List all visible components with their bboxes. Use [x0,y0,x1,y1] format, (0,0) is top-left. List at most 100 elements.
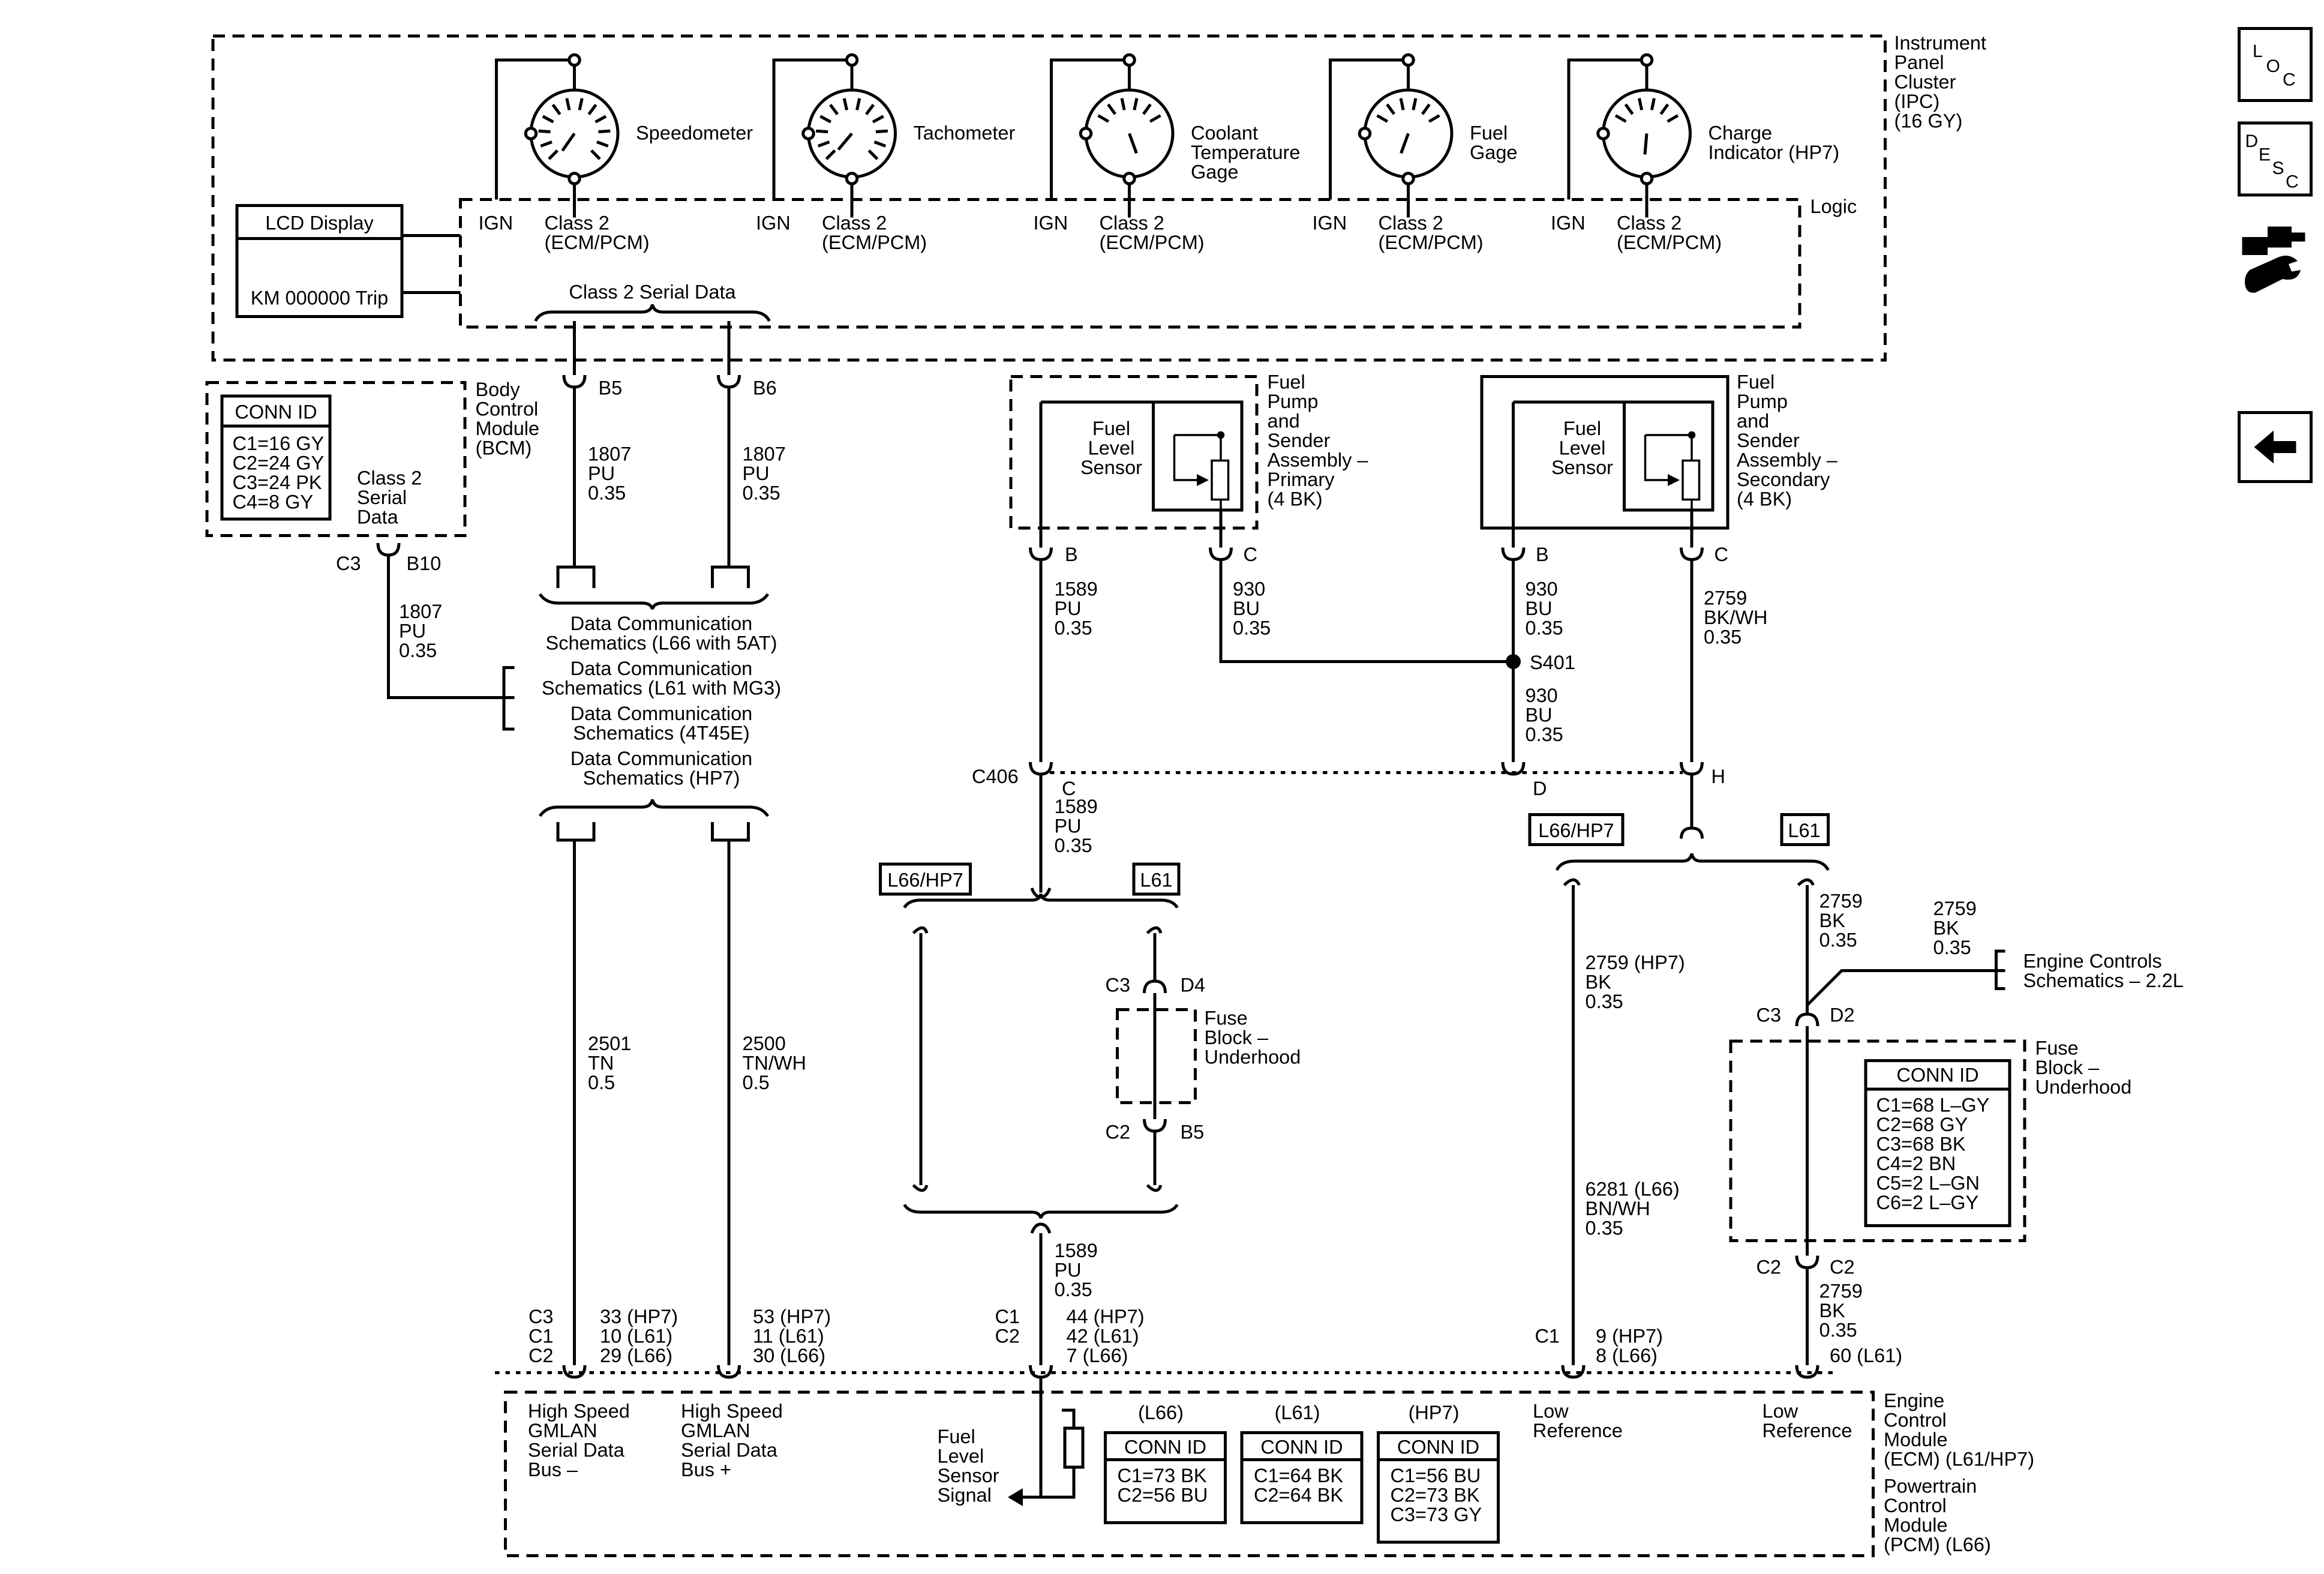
body-control-module: CONN ID C1=16 GY C2=24 GY C3=24 PK C4=8 … [205,379,539,731]
data-comm-line-5[interactable]: Data Communication [571,703,752,724]
ecm-name-4: (ECM) (L61/HP7) [1884,1449,2034,1470]
engine-ref-1[interactable]: Engine Controls [2023,951,2162,972]
w-hp7-color: BK [1586,972,1612,993]
fls-signal-2: Level [938,1446,984,1467]
engine-ref-2[interactable]: Schematics – 2.2L [2023,970,2184,991]
fuse-left-name-2: Block – [1205,1027,1269,1048]
bcm-serial-3: Data [357,506,399,528]
secondary-wc-circuit: 2759 [1704,587,1747,609]
back-button[interactable] [2238,411,2313,483]
bcm-name-1: Body [476,379,521,400]
wire-b5-gauge: 0.35 [588,482,626,504]
fuse-conn-c6: C6=2 L–GY [1876,1192,1979,1213]
gauge-3-label-1: Coolant [1191,122,1258,144]
data-comm-line-7[interactable]: Data Communication [571,748,752,769]
left-bottom-w-color: PU [1055,1260,1082,1281]
fls-signal-1: Fuel [938,1426,975,1447]
fuse-conn-c1: C1=68 L–GY [1876,1095,1990,1116]
data-comm-line-1[interactable]: Data Communication [571,613,752,634]
engine-control-module: C3 C1 C2 33 (HP7) 10 (L61) 29 (L66) 53 (… [495,1306,2034,1557]
ecm-name-3: Module [1884,1429,1948,1450]
w-l61-top-color: BK [1819,910,1846,931]
ecm-table-row: C2=73 BK [1391,1485,1480,1506]
primary-sensor-3: Sensor [1080,457,1142,478]
data-comm-line-6[interactable]: Schematics (4T45E) [573,722,749,744]
primary-name-2: Pump [1268,391,1319,412]
ecm-table-row: C3=73 GY [1391,1504,1482,1525]
desc-letter-1: D [2245,131,2259,151]
ipc-name-5: (16 GY) [1894,110,1963,132]
desc-icon[interactable] [2238,121,2313,197]
bcm-name-2: Control [476,398,539,420]
primary-pin-c: C [1244,544,1257,565]
ref-bracket-b6 [711,565,750,588]
wire-b6-circuit: 1807 [743,443,786,465]
primary-sensor-1: Fuel [1092,418,1130,439]
fuse-r-c2p: C2 [1830,1257,1855,1278]
data-comm-line-3[interactable]: Data Communication [571,658,752,679]
gauge-3-label-2: Temperature [1191,142,1300,163]
branch-l-top-break [912,926,929,934]
instrument-panel-cluster: Instrument Panel Cluster (IPC) (16 GY) L… [211,32,1986,375]
w-l66-color: BN/WH [1586,1198,1650,1219]
secondary-name-7: (4 BK) [1737,488,1792,510]
bcm-pin-connector [376,542,401,557]
loc-button[interactable]: L O C [2238,27,2313,102]
fuse-conn-c2: C2=68 GY [1876,1114,1968,1135]
ecm-outline [504,1390,1875,1557]
lcd-display-label: LCD Display [265,212,374,234]
secondary-wc-color: BK/WH [1704,607,1768,628]
c406-wc-color: PU [1055,816,1082,837]
gmlan-minus-pin-3: 29 (L66) [600,1345,672,1366]
w-l61-bot-color: BK [1819,1300,1846,1321]
bcm-conn-table [220,394,332,521]
gauge-5-class2: Class 2 [1617,212,1682,234]
c406-wc-gauge: 0.35 [1055,835,1092,856]
data-comm-line-4[interactable]: Schematics (L61 with MG3) [542,677,781,699]
desc-letter-4: C [2286,172,2299,192]
secondary-name-1: Fuel [1737,371,1774,393]
secondary-wb-gauge: 0.35 [1526,617,1563,639]
data-comm-line-2[interactable]: Schematics (L66 with 5AT) [546,632,777,654]
data-comm-line-8[interactable]: Schematics (HP7) [583,767,740,789]
splice-w-color: BU [1526,704,1553,726]
bcm-conn-c3: C3=24 PK [233,472,322,493]
left-bottom-w-circuit: 1589 [1055,1240,1098,1261]
secondary-name-4: Sender [1737,430,1800,451]
fls-signal-4: Signal [938,1485,992,1506]
desc-button[interactable]: D E S C [2238,121,2313,197]
pin-b5-label: B5 [599,377,623,399]
splice-w-gauge: 0.35 [1526,724,1563,745]
loc-icon[interactable] [2238,27,2313,102]
low-ref-label-1: Low [1533,1401,1569,1422]
gauge-2-class2-sub: (ECM/PCM) [822,232,927,253]
gmlan-plus-label-4: Bus + [681,1459,731,1480]
gauge-3-ign: IGN [1034,212,1068,234]
primary-sensor-box [1152,400,1244,512]
connector-wrench-icon[interactable] [2242,226,2305,293]
fuse-d4-label: D4 [1181,975,1206,996]
wire-b5-circuit: 1807 [588,443,631,465]
gmlan-minus-label-3: Serial Data [528,1440,625,1461]
gauge-5-class2-sub: (ECM/PCM) [1617,232,1722,253]
fuse-conn-c5: C5=2 L–GN [1876,1173,1980,1194]
low-ref-label-2: Reference [1533,1420,1623,1441]
secondary-outline [1480,375,1730,530]
gauge-4-ign: IGN [1313,212,1347,234]
engine-controls-reference[interactable]: Engine Controls Schematics – 2.2L [2023,951,2184,992]
primary-name-7: (4 BK) [1268,488,1323,510]
w-branch-color: BK [1933,918,1960,939]
secondary-pin-b-connector [1501,547,1526,562]
w-hp7-gauge: 0.35 [1586,991,1623,1012]
fuse-conn-c3: C3=68 BK [1876,1134,1966,1155]
primary-name-6: Primary [1268,469,1335,490]
tag-l66-hp7-right [1528,813,1625,846]
splice-s401-label: S401 [1530,652,1575,673]
pcm-name-1: Powertrain [1884,1476,1977,1497]
bcm-serial-2: Serial [357,487,407,508]
primary-name-4: Sender [1268,430,1331,451]
